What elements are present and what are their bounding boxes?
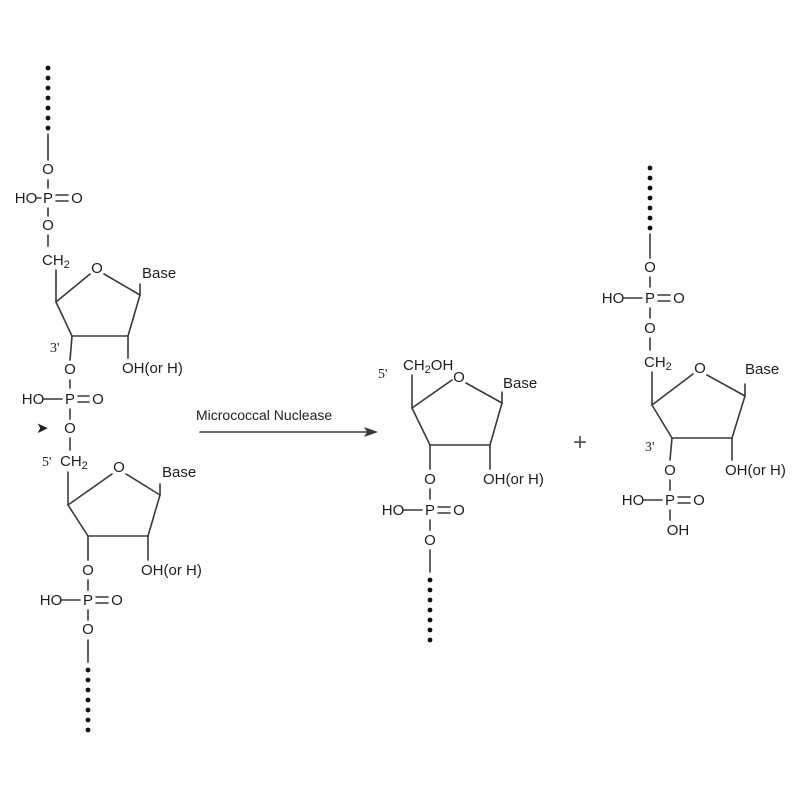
sugar-2-hydroxyl: OH(or H) — [725, 462, 786, 479]
sugar-2-hydroxyl: OH(or H) — [122, 360, 183, 377]
phosphate-group: HO P O — [382, 502, 465, 519]
oxygen-atom: O — [664, 462, 676, 479]
oxygen-atom: O — [64, 420, 76, 437]
three-prime-label: 3' — [50, 341, 60, 356]
hydroxyl-group: HO — [22, 391, 45, 408]
ring-oxygen: O — [694, 360, 706, 377]
hydroxyl-group: OH — [667, 522, 690, 539]
phosphorus-atom: P — [65, 391, 75, 408]
oxygen-atom: O — [64, 361, 76, 378]
base-label: Base — [162, 464, 196, 481]
phosphate-group: HO P O — [40, 592, 123, 609]
product-5prime-hydroxyl-fragment: 5' CH2OH O Base OH(or H) O HO P O O — [378, 357, 544, 643]
chain-continuation-top — [45, 65, 51, 131]
oxygen-atom: O — [82, 621, 94, 638]
oxygen-atom: O — [424, 471, 436, 488]
phosphorus-atom: P — [83, 592, 93, 609]
base-label: Base — [745, 361, 779, 378]
methylene-group: CH2 — [60, 453, 88, 472]
hydroxyl-group: HO — [40, 592, 63, 609]
oxygen-atom: O — [673, 290, 685, 307]
ring-oxygen: O — [453, 369, 465, 386]
enzyme-label: Micrococcal Nuclease — [196, 407, 332, 423]
sugar-2-hydroxyl: OH(or H) — [141, 562, 202, 579]
cleavage-site-arrow: ➤ — [36, 420, 49, 437]
phosphate-group: HO P O — [602, 290, 685, 307]
oxygen-atom: O — [424, 532, 436, 549]
chain-continuation-bottom — [85, 667, 91, 733]
five-prime-label: 5' — [378, 367, 388, 382]
hydroxyl-group: HO — [15, 190, 38, 207]
hydroxyl-group: HO — [622, 492, 645, 509]
methylene-group: CH2 — [42, 252, 70, 271]
oxygen-atom: O — [111, 592, 123, 609]
base-label: Base — [142, 265, 176, 282]
oxygen-atom: O — [42, 217, 54, 234]
phosphate-monoester-group: HO P O OH — [622, 492, 705, 539]
hydroxyl-group: HO — [602, 290, 625, 307]
deoxyribose-ring: 5' CH2 O Base OH(or H) — [42, 453, 202, 579]
phosphate-group: HO P O — [22, 391, 104, 408]
oxygen-atom: O — [42, 161, 54, 178]
phosphorus-atom: P — [645, 290, 655, 307]
oxygen-atom: O — [92, 391, 104, 408]
ring-oxygen: O — [91, 260, 103, 277]
reactant-dna-segment: O HO P O O CH2 O Base OH(or H) — [15, 65, 202, 733]
oxygen-atom: O — [644, 259, 656, 276]
oxygen-atom: O — [82, 562, 94, 579]
three-prime-label: 3' — [645, 440, 655, 455]
five-prime-label: 5' — [42, 455, 52, 470]
methylene-group: CH2 — [644, 354, 672, 373]
phosphorus-atom: P — [665, 492, 675, 509]
deoxyribose-ring: CH2 O Base OH(or H) 3' — [42, 252, 183, 377]
sugar-2-hydroxyl: OH(or H) — [483, 471, 544, 488]
chain-continuation-top — [647, 165, 653, 231]
ring-oxygen: O — [113, 459, 125, 476]
hydroxymethyl-group: CH2OH — [403, 357, 453, 376]
phosphorus-atom: P — [425, 502, 435, 519]
oxygen-atom: O — [71, 190, 83, 207]
oxygen-atom: O — [693, 492, 705, 509]
phosphate-group: HO P O — [15, 190, 83, 207]
hydroxyl-group: HO — [382, 502, 405, 519]
phosphorus-atom: P — [43, 190, 53, 207]
oxygen-atom: O — [453, 502, 465, 519]
oxygen-atom: O — [644, 320, 656, 337]
product-3prime-phosphate-fragment: O HO P O O CH2 O Base OH(or H) 3' O HO — [602, 165, 786, 539]
plus-sign: + — [573, 429, 587, 456]
chain-continuation-bottom — [427, 577, 433, 643]
base-label: Base — [503, 375, 537, 392]
arrowhead — [364, 427, 378, 437]
reaction-arrow: Micrococcal Nuclease — [196, 407, 378, 437]
